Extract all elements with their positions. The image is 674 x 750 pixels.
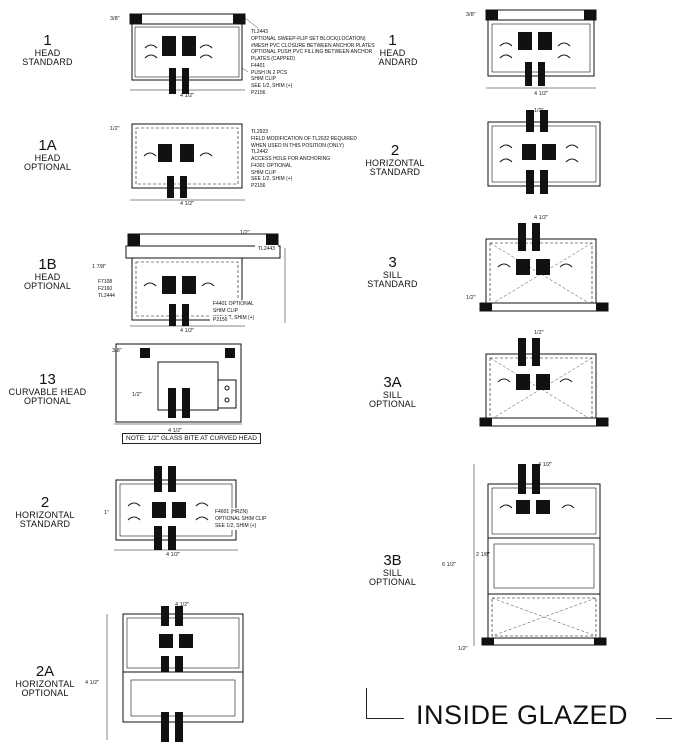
svg-text:1": 1"	[104, 510, 109, 516]
svg-text:1/2": 1/2"	[240, 230, 250, 236]
detail-label-1-head-standard-left: 1 HEAD STANDARD	[10, 33, 85, 68]
callout-text-head1b-p: P2156	[210, 316, 231, 324]
detail-label-2a-horizontal-optional: 2A HORIZONTAL OPTIONAL	[15, 663, 75, 699]
svg-text:6 1/2": 6 1/2"	[442, 562, 456, 568]
svg-text:1/2": 1/2"	[466, 295, 476, 301]
svg-text:4 1/2": 4 1/2"	[538, 462, 552, 468]
callout-text-head1b-top: TL2443	[255, 245, 278, 253]
detail-label-3-sill-standard: 3 SILL STANDARD	[367, 254, 418, 290]
callout-text-head1a: TL2923 FIELD MODIFICATION OF TL2632 REQU…	[248, 128, 360, 191]
callout-text-horiz2left: F4601 (HRZN) OPTIONAL SHIM CLIP SEE 1/2,…	[212, 508, 270, 531]
drawing-head-optional-1a: 4 1/2" 1/2"	[100, 120, 260, 207]
svg-text:1/2": 1/2"	[132, 392, 142, 398]
callout-text-head1b-left: F7108 F2160 TL2444	[95, 278, 118, 301]
detail-label-2-horizontal-standard-left: 2 HORIZONTAL STANDARD	[15, 494, 75, 530]
svg-text:4 1/2": 4 1/2"	[168, 428, 182, 434]
footer-bracket-horizontal	[366, 718, 404, 719]
footer-bracket-vertical	[366, 688, 367, 718]
detail-number: 1	[43, 32, 52, 49]
svg-text:1/2": 1/2"	[110, 126, 120, 132]
svg-text:1/2": 1/2"	[458, 646, 468, 652]
drawing-sill-optional-3b: 4 1/2" 6 1/2" 2 1/8" 1/2"	[442, 460, 640, 660]
callout-text-head1: TL2443 OPTIONAL SWEEP-FLIP SET BLOCK(LOC…	[248, 28, 378, 98]
svg-text:4 1/2": 4 1/2"	[85, 680, 99, 686]
drawing-sill-optional-3a: 1/2"	[470, 330, 630, 440]
svg-text:1/2": 1/2"	[534, 108, 544, 114]
drawing-curvable-head-13: 4 1/2" 3/8" 1/2"	[110, 340, 270, 435]
svg-text:3/8": 3/8"	[112, 348, 122, 354]
drawing-sill-standard-3: 4 1/2" 1/2"	[466, 215, 630, 325]
svg-text:4 1/2": 4 1/2"	[180, 201, 194, 207]
footer-rule-right	[656, 718, 672, 719]
detail-label-1b-head-optional: 1B HEAD OPTIONAL	[23, 256, 72, 292]
svg-text:4 1/2": 4 1/2"	[166, 552, 180, 558]
svg-text:4 1/2": 4 1/2"	[534, 215, 548, 221]
drawing-head-standard-left: 4 1/2" 3/8"	[100, 8, 260, 99]
detail-label-1-head-standard-right: 1 HEAD STANDARD	[367, 32, 418, 68]
drawing-head-standard-right: 4 1/2" 3/8"	[466, 6, 610, 97]
drawing-horizontal-optional-2a: 4 1/2" 4 1/2"	[85, 600, 265, 745]
svg-text:3/8": 3/8"	[466, 12, 476, 18]
drawing-head-optional-1b: 4 1/2" 1 7/8" 1/2"	[90, 228, 305, 334]
drawing-horizontal-standard-right: 1/2"	[470, 108, 620, 198]
svg-text:1 7/8": 1 7/8"	[92, 264, 106, 270]
svg-text:4 1/2": 4 1/2"	[534, 91, 548, 97]
svg-text:4 1/2": 4 1/2"	[175, 602, 189, 608]
detail-label-3a-sill-optional: 3A SILL OPTIONAL	[368, 374, 417, 410]
dimension-text: 4 1/2"	[180, 93, 194, 99]
svg-text:1/2": 1/2"	[534, 330, 544, 336]
detail-label-2-horizontal-standard-right: 2 HORIZONTAL STANDARD	[365, 142, 425, 178]
detail-label-1a-head-optional: 1A HEAD OPTIONAL	[23, 137, 72, 173]
detail-label-13-curvable-head: 13 CURVABLE HEAD OPTIONAL	[8, 371, 87, 407]
detail-label-3b-sill-optional: 3B SILL OPTIONAL	[368, 552, 417, 588]
svg-text:2 1/8": 2 1/8"	[476, 552, 490, 558]
footer-title: INSIDE GLAZED	[416, 700, 629, 730]
svg-text:3/8": 3/8"	[110, 16, 120, 22]
curvable-head-note-box: NOTE: 1/2" GLASS BITE AT CURVED HEAD	[122, 433, 261, 444]
svg-text:4 1/2": 4 1/2"	[180, 328, 194, 334]
